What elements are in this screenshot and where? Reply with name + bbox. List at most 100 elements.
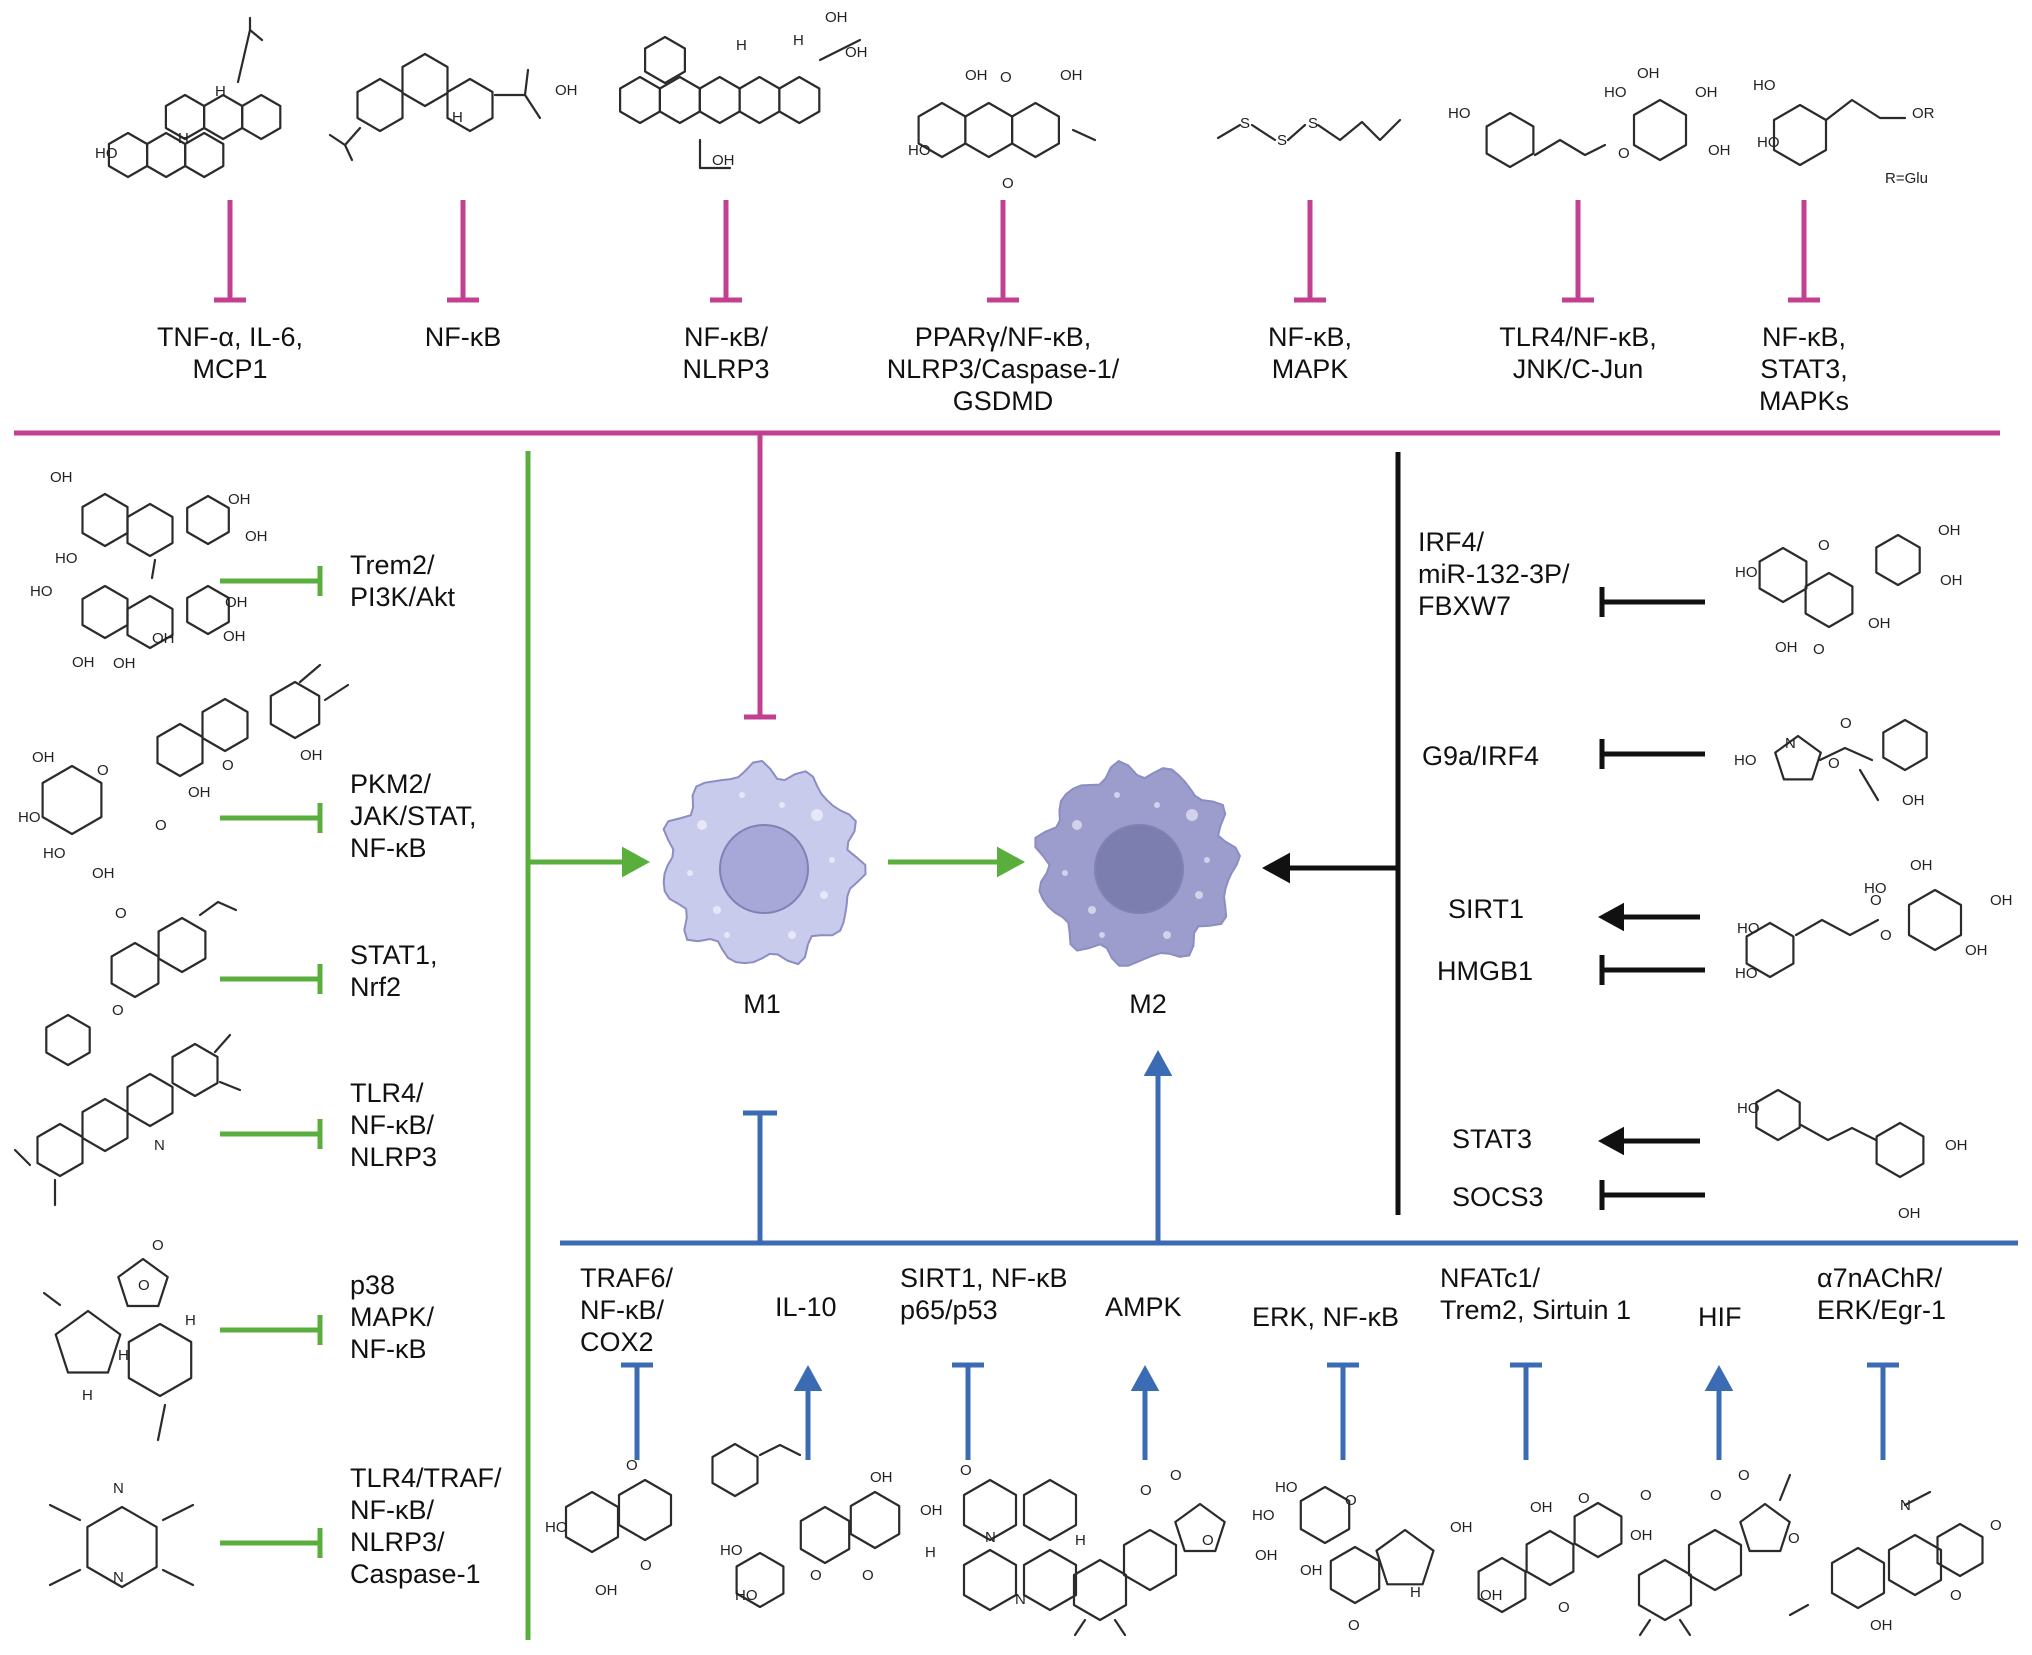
- bottom-molecule-7-bond: [1638, 1618, 1652, 1637]
- left-label-3-line: STAT1,: [350, 940, 438, 970]
- top-molecule-4-ring: [964, 101, 1014, 159]
- right-molecule-2-atom-label: O: [1840, 715, 1852, 732]
- left-molecule-1-atom-label: OH: [50, 469, 73, 486]
- top-molecule-3-ring: [778, 75, 821, 125]
- left-molecule-5-bond: [156, 1403, 167, 1442]
- bottom-molecule-4-ring: [1122, 1528, 1178, 1592]
- bottom-molecule-6-ring: [1477, 1556, 1527, 1614]
- bottom-edge-7-head: [1704, 1365, 1734, 1391]
- black-to-m2-activate: [1262, 852, 1398, 884]
- left-molecule-4-ring: [171, 1042, 219, 1098]
- left-molecule-1-atom-label: OH: [113, 655, 136, 672]
- top-edge-1: [214, 200, 246, 303]
- top-molecule-6-atom-label: OH: [1637, 65, 1660, 82]
- right-label-2-line: G9a/IRF4: [1422, 741, 1539, 771]
- right-molecule-2-bond: [1858, 768, 1880, 802]
- bottom-label-8: α7nAChR/ERK/Egr-1: [1817, 1263, 1946, 1325]
- top-molecule-5-bond: [1250, 123, 1277, 142]
- left-molecule-4-bond: [218, 1080, 242, 1092]
- bottom-label-6-line: NFATc1/: [1440, 1263, 1541, 1293]
- left-molecule-2-ring: [269, 680, 321, 740]
- top-molecule-4-ring: [1011, 101, 1060, 159]
- top-molecule-1-ring: [203, 93, 244, 141]
- left-molecule-6-bond: [48, 1568, 82, 1587]
- left-molecule-2-bond: [323, 683, 350, 702]
- left-label-2-line: JAK/STAT,: [350, 801, 477, 831]
- left-molecule-5-ring: [127, 1322, 193, 1398]
- left-molecule-3-ring: [45, 1013, 91, 1067]
- left-label-6-line: Caspase-1: [350, 1559, 481, 1589]
- top-molecule-5-bond: [1286, 123, 1307, 142]
- top-molecule-5-atom-label: S: [1308, 115, 1318, 132]
- top-molecule-4-atom-label: HO: [908, 142, 931, 159]
- left-label-4-line: NF-κB/: [350, 1110, 434, 1140]
- bottom-molecule-6-ring: [1573, 1501, 1623, 1559]
- black-to-m2-activate-head: [1262, 852, 1290, 884]
- left-label-6-line: TLR4/TRAF/: [350, 1463, 502, 1493]
- left-molecule-1-ring: [81, 584, 129, 640]
- bottom-molecule-1-atom-label: HO: [545, 1519, 568, 1536]
- bottom-molecule-2-atom-label: O: [862, 1567, 874, 1584]
- left-molecule-4-bond: [13, 1148, 32, 1167]
- bottom-edge-4-head: [1130, 1365, 1160, 1391]
- left-molecule-1-ring: [186, 584, 230, 636]
- left-molecule-6-bond: [161, 1568, 195, 1587]
- bottom-molecule-7-bond: [1678, 1618, 1692, 1637]
- m1-vesicle: [697, 820, 707, 830]
- bottom-molecule-5-atom-label: OH: [1255, 1547, 1278, 1564]
- left-molecule-4-ring: [126, 1072, 174, 1128]
- m2-label: M2: [1129, 989, 1167, 1019]
- bottom-molecule-3-atom-label: N: [1015, 1591, 1026, 1608]
- top-molecule-7-bond: [1824, 98, 1907, 122]
- left-molecule-5-atom-label: H: [82, 1387, 93, 1404]
- top-label-1-line: TNF-α, IL-6,: [157, 322, 303, 352]
- bottom-edge-1: [621, 1362, 653, 1460]
- left-molecule-2-atom-label: OH: [300, 747, 323, 764]
- bottom-label-6: NFATc1/Trem2, Sirtuin 1: [1440, 1263, 1631, 1325]
- top-label-7: NF-κB,STAT3,MAPKs: [1759, 322, 1849, 416]
- top-molecule-2: OHH: [328, 52, 578, 162]
- bottom-edge-2: [793, 1365, 823, 1460]
- top-molecule-7-atom-label: OR: [1912, 105, 1935, 122]
- right-molecule-3-atom-label: HO: [1737, 920, 1760, 937]
- right-molecule-4-atom-label: OH: [1898, 1205, 1921, 1222]
- left-molecule-6-atom-label: N: [113, 1480, 124, 1497]
- right-label-5: STAT3: [1452, 1124, 1532, 1154]
- left-molecule-2-atom-label: O: [155, 817, 167, 834]
- blue-to-m2-activate: [1143, 1050, 1173, 1243]
- right-molecule-2-ring: [1774, 734, 1822, 781]
- m2-vesicle: [1072, 820, 1082, 830]
- top-molecule-4-atom-label: OH: [965, 67, 988, 84]
- bottom-molecule-8-atom-label: O: [1950, 1587, 1962, 1604]
- left-label-2-line: PKM2/: [350, 769, 432, 799]
- left-label-5-line: NF-κB: [350, 1334, 427, 1364]
- top-molecule-5-atom-label: S: [1277, 132, 1287, 149]
- right-molecule-1-atom-label: O: [1818, 537, 1830, 554]
- top-molecule-6-atom-label: HO: [1604, 84, 1627, 101]
- top-label-7-line: NF-κB,: [1762, 322, 1846, 352]
- bottom-label-3-line: p65/p53: [900, 1295, 998, 1325]
- left-molecule-3-ring: [157, 916, 207, 974]
- bottom-molecule-1-atom-label: O: [626, 1457, 638, 1474]
- bottom-molecule-4: OOO: [1072, 1467, 1226, 1637]
- bottom-molecule-6-atom-label: O: [1558, 1599, 1570, 1616]
- left-molecule-1-atom-label: OH: [72, 654, 95, 671]
- top-molecule-3-ring: [658, 75, 701, 125]
- left-molecule-2-atom-label: OH: [32, 749, 55, 766]
- magenta-to-m1-inhibit: [744, 433, 776, 720]
- top-molecule-6-ring: [1485, 111, 1535, 169]
- right-molecule-1-atom-label: O: [1813, 641, 1825, 658]
- right-molecule-4-ring: [1755, 1088, 1801, 1142]
- left-molecule-2-atom-label: O: [97, 762, 109, 779]
- right-edge-2: [1599, 739, 1705, 769]
- bottom-molecule-8-atom-label: N: [1900, 1497, 1911, 1514]
- right-label-1-line: miR-132-3P/: [1418, 559, 1570, 589]
- top-edge-3: [710, 200, 742, 303]
- bottom-molecule-2-ring: [735, 1551, 785, 1609]
- right-label-5-line: STAT3: [1452, 1124, 1532, 1154]
- bottom-label-1-line: TRAF6/: [580, 1263, 674, 1293]
